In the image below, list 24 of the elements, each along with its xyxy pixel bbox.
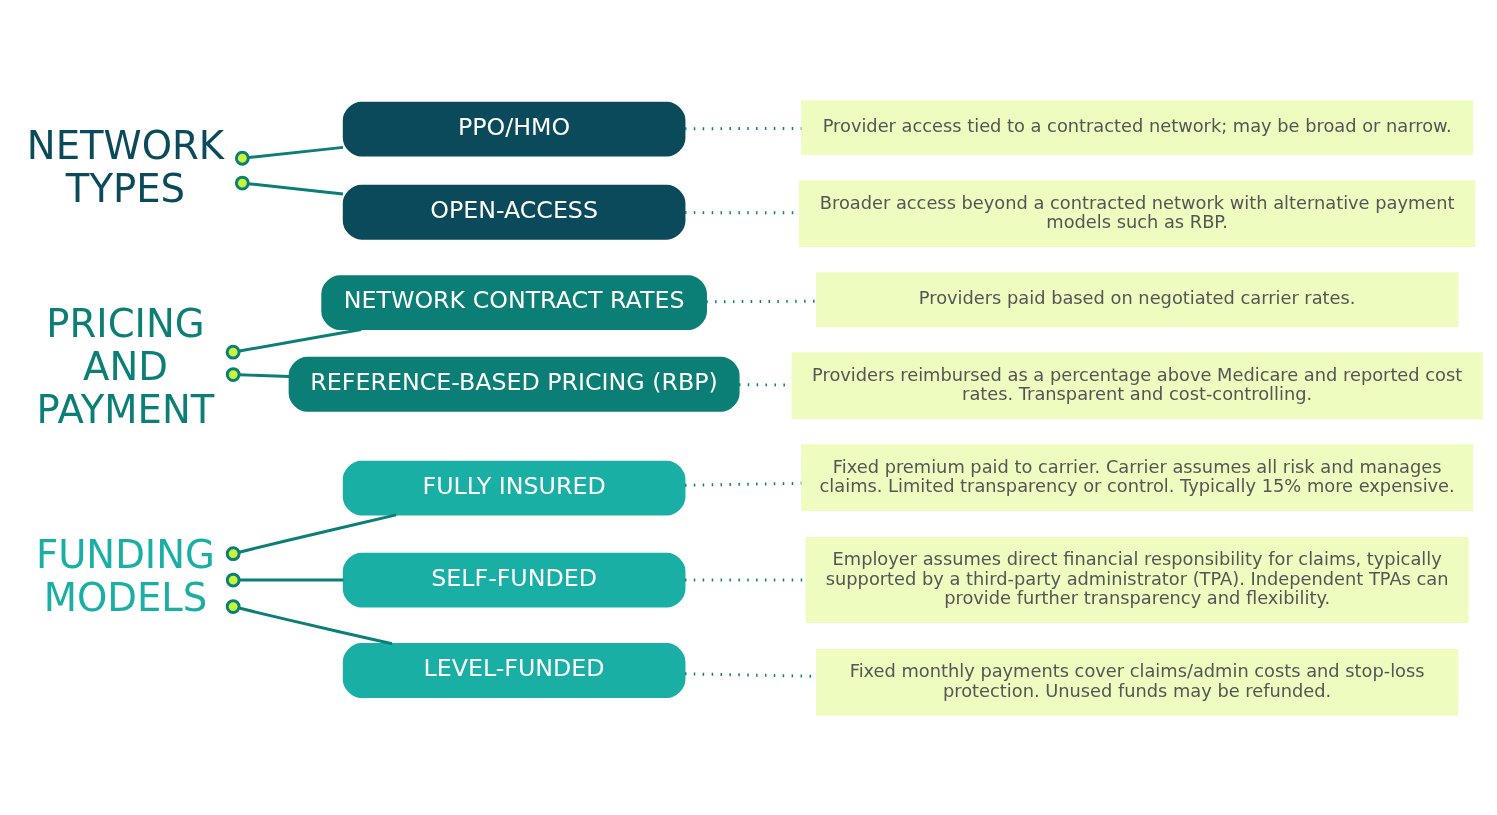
node-box: SELF-FUNDED: [342, 552, 686, 607]
node-box: Provider access tied to a contracted network; may be broad or narrow.: [801, 99, 1474, 155]
node-box: Providers paid based on negotiated carrier rates.: [816, 271, 1459, 327]
node-box: LEVEL-FUNDED: [342, 642, 686, 698]
node-box: Fixed premium paid to carrier. Carrier assumes all risk and manages claims. Limited transparency or control. Typically 15% more expensive.: [801, 443, 1474, 511]
node-box: Employer assumes direct financial responsibility for claims, typically supported by a third-party administrator (TPA). Independent TPAs can provide further transparency and flexibility.: [805, 536, 1469, 623]
connector: [225, 512, 397, 561]
node-text: PRICING AND PAYMENT: [36, 300, 215, 432]
node-box: Broader access beyond a contracted network with alternative payment models such as RBP.: [798, 179, 1476, 247]
connector: [234, 175, 344, 195]
connector: [225, 327, 362, 360]
connector: [225, 598, 393, 645]
connector: [234, 145, 344, 166]
node-box: Providers reimbursed as a percentage above Medicare and reported cost rates. Transparent and cost-controlling.: [791, 351, 1483, 419]
node-box: OPEN-ACCESS: [342, 184, 686, 240]
node-box: Fixed monthly payments cover claims/admin costs and stop-loss protection. Unused funds may be refunded.: [816, 648, 1459, 716]
node-box: PPO/HMO: [342, 101, 686, 157]
node-box: REFERENCE-BASED PRICING (RBP): [288, 356, 740, 412]
node-box: NETWORK CONTRACT RATES: [321, 274, 707, 330]
node-text: NETWORK TYPES: [26, 121, 225, 211]
connector: [225, 572, 344, 587]
node-text: FUNDING MODELS: [35, 531, 215, 620]
node-box: FULLY INSURED: [342, 460, 686, 516]
connector: [225, 366, 290, 382]
